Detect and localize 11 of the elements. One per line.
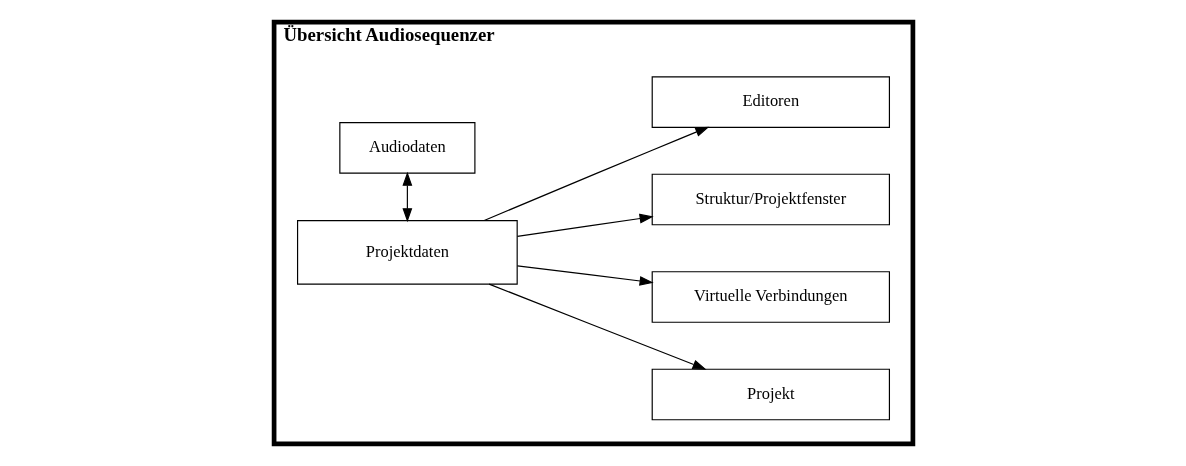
node-box: Projektdaten — [296, 220, 518, 285]
arrow — [488, 283, 707, 370]
node-box: Struktur/Projektfenster — [651, 173, 890, 226]
node-box: Virtuelle Verbindungen — [651, 271, 890, 323]
node-box: Projekt — [651, 368, 890, 421]
node-box: Editoren — [651, 76, 890, 128]
arrow — [516, 265, 654, 286]
node-box: Audiodaten — [338, 122, 475, 174]
arrow — [483, 126, 709, 222]
arrow — [401, 171, 412, 223]
arrow — [516, 213, 654, 238]
